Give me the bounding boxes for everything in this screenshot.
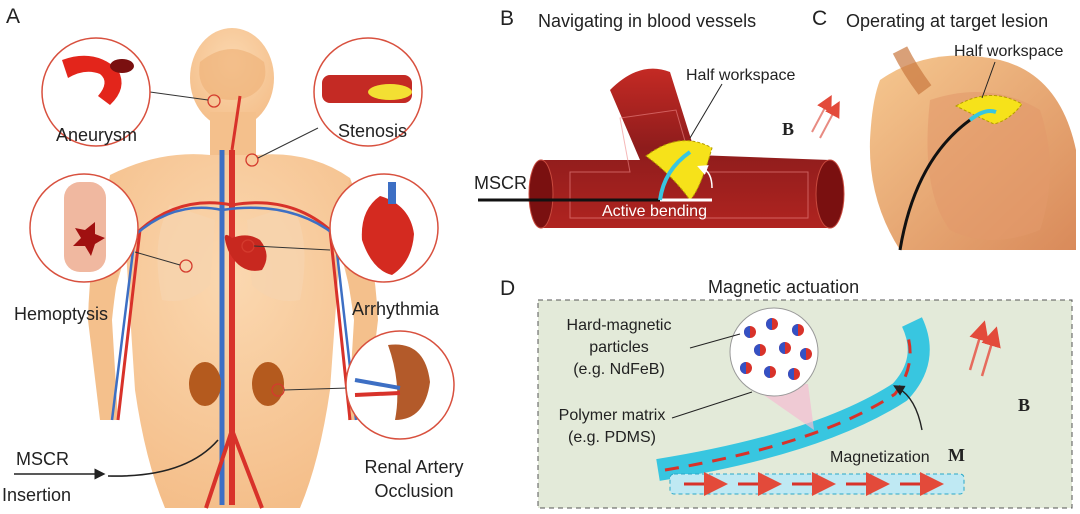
zoom-cone bbox=[748, 384, 814, 430]
label-half-workspace-c: Half workspace bbox=[954, 43, 1064, 60]
field-arrow-b2 bbox=[819, 100, 840, 139]
label-aneurysm: Aneurysm bbox=[56, 125, 138, 145]
label-particles: particles bbox=[589, 339, 649, 356]
panel-d-title: Magnetic actuation bbox=[708, 277, 860, 297]
label-pdms: (e.g. PDMS) bbox=[567, 429, 656, 446]
robot-tip-c bbox=[968, 109, 997, 122]
panel-c-letter: C bbox=[812, 7, 828, 30]
label-mscr-b: MSCR bbox=[474, 173, 527, 193]
label-insertion: Insertion bbox=[2, 485, 72, 505]
label-ndfeb: (e.g. NdFeB) bbox=[573, 361, 665, 378]
callout-renal bbox=[345, 330, 455, 440]
bending-direction-arrow bbox=[893, 385, 923, 431]
callout-hemoptysis bbox=[29, 173, 139, 283]
magnetization-symbol: M bbox=[948, 445, 965, 465]
label-active-bending: Active bending bbox=[602, 203, 707, 220]
label-renal-artery: Renal Artery bbox=[364, 457, 464, 477]
label-hemoptysis: Hemoptysis bbox=[14, 304, 109, 324]
label-mscr-a: MSCR bbox=[16, 449, 69, 469]
heart-illustration bbox=[869, 46, 1076, 250]
bent-robot bbox=[656, 317, 930, 481]
leader-lines bbox=[134, 91, 349, 391]
matrix-leader bbox=[671, 391, 753, 419]
label-stenosis: Stenosis bbox=[338, 121, 408, 141]
callout-stenosis bbox=[313, 37, 423, 147]
callout-aneurysm bbox=[41, 37, 151, 147]
particles bbox=[740, 318, 812, 380]
panel-d-letter: D bbox=[500, 277, 516, 300]
workspace-leader-b bbox=[689, 83, 723, 139]
callout-arrhythmia bbox=[329, 173, 439, 283]
panel-c-title: Operating at target lesion bbox=[846, 11, 1049, 31]
catheter-path bbox=[107, 439, 219, 477]
panel-a-letter: A bbox=[6, 5, 21, 28]
body-illustration bbox=[88, 28, 378, 509]
bending-arrow bbox=[697, 165, 713, 189]
robot-tip-b bbox=[658, 150, 692, 201]
label-half-workspace-b: Half workspace bbox=[686, 67, 796, 84]
particles-leader bbox=[689, 333, 741, 349]
mscr-wire-c bbox=[898, 118, 971, 251]
field-arrow-d2 bbox=[980, 326, 1001, 377]
half-workspace-b bbox=[645, 140, 713, 201]
field-label-d: B bbox=[1018, 395, 1031, 415]
workspace-leader-c bbox=[981, 61, 996, 99]
label-polymer-matrix: Polymer matrix bbox=[558, 407, 666, 424]
label-arrhythmia: Arrhythmia bbox=[352, 299, 440, 319]
label-occlusion: Occlusion bbox=[374, 481, 454, 501]
panel-b-title: Navigating in blood vessels bbox=[538, 11, 757, 31]
panel-b-letter: B bbox=[500, 7, 515, 30]
field-arrow-d1 bbox=[968, 320, 989, 371]
field-label-b: B bbox=[782, 119, 795, 139]
label-magnetization: Magnetization bbox=[830, 449, 930, 466]
label-hard-magnetic: Hard-magnetic bbox=[566, 317, 672, 334]
